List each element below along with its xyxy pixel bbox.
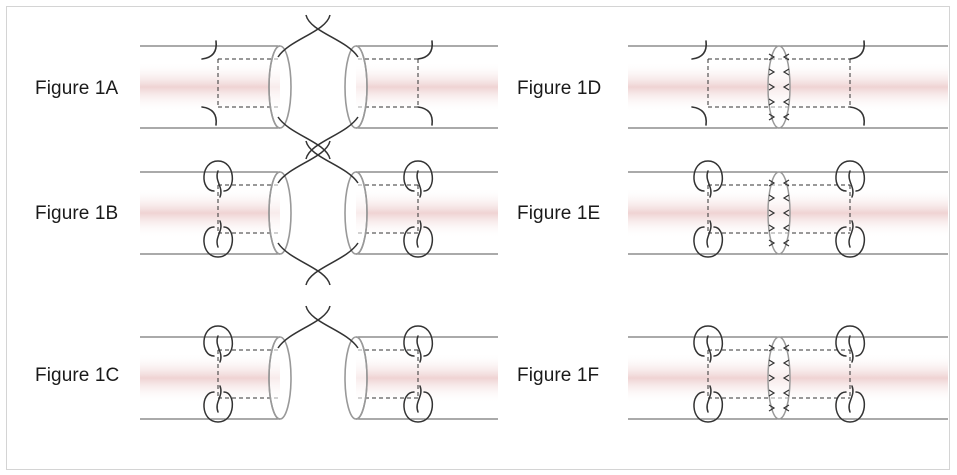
figure-d-drawing: [628, 40, 948, 129]
figure-b-loop-tl: [203, 160, 233, 198]
figure-b-gap: [280, 168, 356, 258]
label-figure-1f: Figure 1F: [517, 365, 600, 386]
label-figure-1d: Figure 1D: [517, 78, 602, 99]
figure-d-stitch-right-4: [782, 113, 790, 121]
figure-a-stay-br: [417, 106, 434, 126]
figure-f-loop-br: [835, 385, 865, 423]
figure-e-stitch-right-2: [782, 209, 790, 217]
figure-d-stay-tr: [849, 40, 866, 60]
figure-d-stitch-left-0: [768, 53, 776, 61]
label-figure-1e: Figure 1E: [517, 203, 601, 224]
figure-c-drawing: [140, 305, 498, 423]
figure-e-loop-bl: [693, 220, 723, 258]
figure-a-thread-top: [277, 14, 359, 58]
figure-f-stitch-left-1: [768, 359, 776, 367]
figure-e-stitch-left-0: [768, 179, 776, 187]
figure-f-stitch-right-1: [782, 359, 790, 367]
figure-d-stay-br: [849, 106, 866, 126]
figure-e-stitch-right-4: [782, 239, 790, 247]
figure-b-loop-tr: [403, 160, 433, 198]
figure-c-thread-top: [277, 305, 359, 349]
figure-c-loop-tr: [403, 325, 433, 363]
figure-d-anastomosis-ring: [767, 45, 791, 129]
figure-b-thread-bottom: [277, 242, 359, 286]
figure-c-gap: [280, 333, 356, 423]
figure-b-drawing: [140, 140, 498, 286]
figure-e-loop-tl: [693, 160, 723, 198]
figure-c-rim-right: [344, 336, 368, 420]
figure-e-stitch-left-2: [768, 209, 776, 217]
figure-d-stitch-right-2: [782, 83, 790, 91]
figure-d-stitch-right-0: [782, 53, 790, 61]
figure-f-stitch-left-0: [768, 344, 776, 352]
figure-c-rim-left: [268, 336, 292, 420]
figure-f-stitch-left-4: [768, 404, 776, 412]
figure-e-stitch-left-1: [768, 194, 776, 202]
figure-e-loop-tr: [835, 160, 865, 198]
figure-f-stitch-right-0: [782, 344, 790, 352]
figure-e-drawing: [628, 160, 948, 258]
figure-c-loop-tl: [203, 325, 233, 363]
figure-b-rim-right: [344, 171, 368, 255]
figure-f-loop-tl: [693, 325, 723, 363]
label-figure-1a: Figure 1A: [35, 78, 119, 99]
figure-a-stay-tl: [201, 40, 218, 60]
figure-b-thread-top: [277, 140, 359, 184]
figure-a-stay-tr: [417, 40, 434, 60]
figure-a-gap: [280, 42, 356, 132]
figure-d-stay-tl: [691, 40, 708, 60]
figure-b-loop-br: [403, 220, 433, 258]
figure-e-stitch-right-1: [782, 194, 790, 202]
figure-d-stay-bl: [691, 106, 708, 126]
figure-a-rim-right: [344, 45, 368, 129]
label-figure-1b: Figure 1B: [35, 203, 119, 224]
figure-f-stitch-right-3: [782, 389, 790, 397]
figure-b-loop-bl: [203, 220, 233, 258]
figure-f-loop-bl: [693, 385, 723, 423]
figure-f-stitch-right-2: [782, 374, 790, 382]
label-figure-1c: Figure 1C: [35, 365, 120, 386]
figure-e-stitch-right-0: [782, 179, 790, 187]
figure-d-stitch-right-1: [782, 68, 790, 76]
figure-a-thread-bottom: [277, 116, 359, 160]
figure-d-stitch-left-1: [768, 68, 776, 76]
figure-f-stitch-left-3: [768, 389, 776, 397]
figure-f-anastomosis-ring: [767, 336, 791, 420]
figure-d-stitch-left-4: [768, 113, 776, 121]
figure-a-rim-left: [268, 45, 292, 129]
figure-f-drawing: [628, 325, 948, 423]
figure-d-stitch-left-3: [768, 98, 776, 106]
figure-b-rim-left: [268, 171, 292, 255]
figure-e-anastomosis-ring: [767, 171, 791, 255]
figure-e-loop-br: [835, 220, 865, 258]
figure-a-drawing: [140, 14, 498, 160]
figure-a-stay-bl: [201, 106, 218, 126]
figure-e-stitch-right-3: [782, 224, 790, 232]
figure-d-stitch-right-3: [782, 98, 790, 106]
figure-f-stitch-left-2: [768, 374, 776, 382]
figure-f-loop-tr: [835, 325, 865, 363]
figure-f-stitch-right-4: [782, 404, 790, 412]
figure-d-stitch-left-2: [768, 83, 776, 91]
figure-c-loop-bl: [203, 385, 233, 423]
figure-c-loop-br: [403, 385, 433, 423]
figure-e-stitch-left-3: [768, 224, 776, 232]
figure-e-stitch-left-4: [768, 239, 776, 247]
